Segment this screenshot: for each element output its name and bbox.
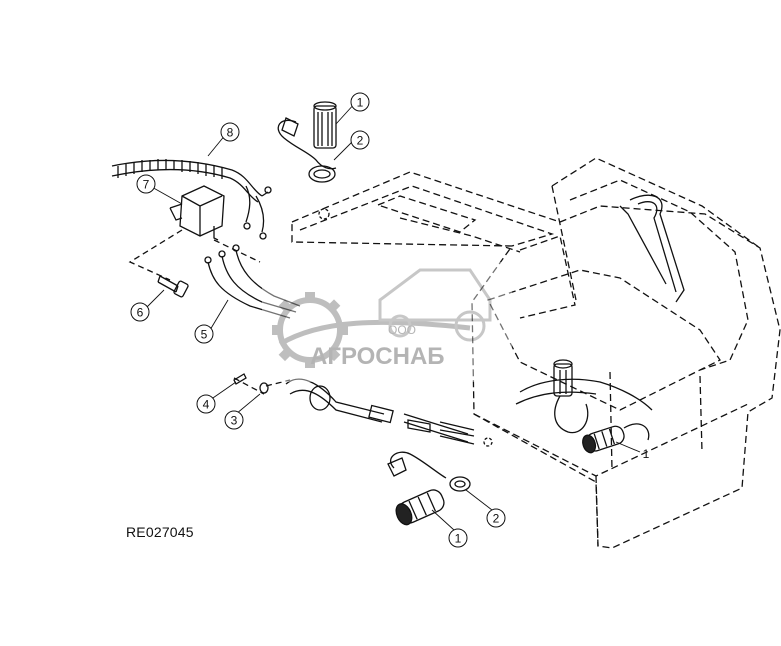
svg-text:2: 2 <box>493 512 500 526</box>
wire-lead-set <box>204 244 301 319</box>
watermark-gear-teeth <box>272 292 348 368</box>
watermark-brand-text: АГРОСНАБ <box>310 343 445 370</box>
watermark: ООО АГРОСНАБ <box>262 262 512 382</box>
svg-text:2: 2 <box>357 134 364 148</box>
battery-box <box>291 157 781 549</box>
connector-cap-bottom <box>387 451 471 526</box>
callout-2-bottom: 2 <box>486 508 506 528</box>
svg-text:6: 6 <box>137 306 144 320</box>
svg-text:5: 5 <box>201 328 208 342</box>
bolt <box>157 275 189 298</box>
callout-1-box: 1 <box>643 447 650 461</box>
svg-text:8: 8 <box>227 126 234 140</box>
svg-text:1: 1 <box>455 532 462 546</box>
relay <box>169 185 225 241</box>
callout-6: 6 <box>130 302 150 322</box>
callout-4: 4 <box>196 394 216 414</box>
main-cable <box>285 378 475 445</box>
wire-harness <box>111 159 272 240</box>
callout-3: 3 <box>224 410 244 430</box>
svg-text:7: 7 <box>143 178 150 192</box>
watermark-harvester-icon <box>378 268 492 342</box>
callout-1-bottom: 1 <box>448 528 468 548</box>
svg-text:4: 4 <box>203 398 210 412</box>
figure-code: RE027045 <box>126 524 194 540</box>
svg-text:1: 1 <box>357 96 364 110</box>
callouts: 1 2 8 7 6 5 4 3 <box>130 92 650 548</box>
callout-2-top: 2 <box>350 130 370 150</box>
callout-7: 7 <box>136 174 156 194</box>
lid-strap <box>619 194 685 303</box>
connector-cap-top <box>277 101 337 183</box>
connector-in-box <box>515 359 653 454</box>
washer <box>259 382 269 394</box>
svg-text:1: 1 <box>643 447 650 461</box>
box-hole-2 <box>483 437 493 447</box>
watermark-small-text: ООО <box>388 323 416 337</box>
callout-8: 8 <box>220 122 240 142</box>
callout-5: 5 <box>194 324 214 344</box>
svg-text:3: 3 <box>231 414 238 428</box>
callout-1-top: 1 <box>350 92 370 112</box>
box-hole <box>318 208 330 220</box>
